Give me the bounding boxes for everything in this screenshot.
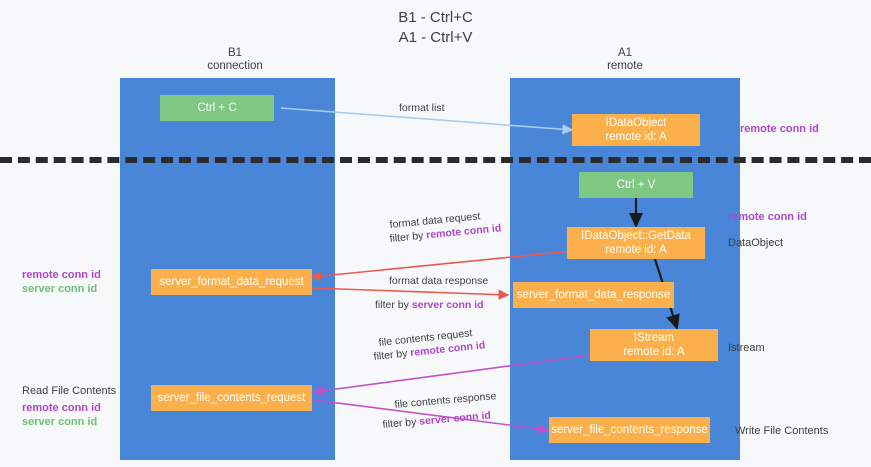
filter-prefix: filter by bbox=[373, 347, 411, 363]
edge-label-format-data-response-filter: filter by server conn id bbox=[375, 298, 484, 312]
node-idataobject-getdata[interactable]: IDataObject::GetData remote id: A bbox=[567, 227, 705, 259]
node-ctrl-v[interactable]: Ctrl + V bbox=[579, 172, 693, 198]
lane-header-a1: A1 remote bbox=[607, 47, 643, 72]
annotation-left-remote-conn-id-2: remote conn id bbox=[22, 402, 101, 414]
annotation-left-read-file-contents: Read File Contents bbox=[22, 385, 117, 397]
section-divider bbox=[0, 157, 871, 163]
filter-prefix: filter by bbox=[375, 299, 412, 311]
lane-header-b1: B1 connection bbox=[207, 47, 263, 72]
annotation-right-remote-conn-id-mid: remote conn id bbox=[728, 211, 807, 223]
annotation-right-remote-conn-id-top: remote conn id bbox=[740, 123, 819, 135]
edge-label-format-list: format list bbox=[399, 102, 445, 114]
node-istream[interactable]: IStream remote id: A bbox=[590, 329, 718, 361]
edge-label-format-data-response: format data response bbox=[389, 275, 489, 287]
node-server-file-contents-response[interactable]: server_file_contents_response bbox=[549, 417, 710, 443]
node-idataobject[interactable]: IDataObject remote id: A bbox=[572, 114, 700, 146]
filter-key-server-conn-id: server conn id bbox=[411, 299, 484, 311]
node-server-file-contents-request[interactable]: server_file_contents_request bbox=[151, 385, 312, 411]
edge-label-file-contents-response-filter: filter by server conn id bbox=[382, 409, 491, 432]
annotation-right-istream: Istream bbox=[728, 342, 765, 354]
page-title: B1 - Ctrl+C A1 - Ctrl+V bbox=[398, 9, 473, 46]
node-server-format-data-response[interactable]: server_format_data_response bbox=[513, 282, 674, 308]
annotation-left-server-conn-id: server conn id bbox=[22, 283, 98, 295]
annotation-right-dataobject: DataObject bbox=[728, 237, 784, 249]
node-ctrl-c[interactable]: Ctrl + C bbox=[160, 95, 274, 121]
filter-prefix: filter by bbox=[382, 415, 420, 431]
annotation-right-write-file-contents: Write File Contents bbox=[735, 425, 829, 437]
annotation-left-remote-conn-id: remote conn id bbox=[22, 269, 101, 281]
annotation-left-server-conn-id-2: server conn id bbox=[22, 416, 98, 428]
filter-key-server-conn-id: server conn id bbox=[418, 409, 492, 428]
node-server-format-data-request[interactable]: server_format_data_request bbox=[151, 269, 312, 295]
filter-prefix: filter by bbox=[389, 229, 427, 245]
